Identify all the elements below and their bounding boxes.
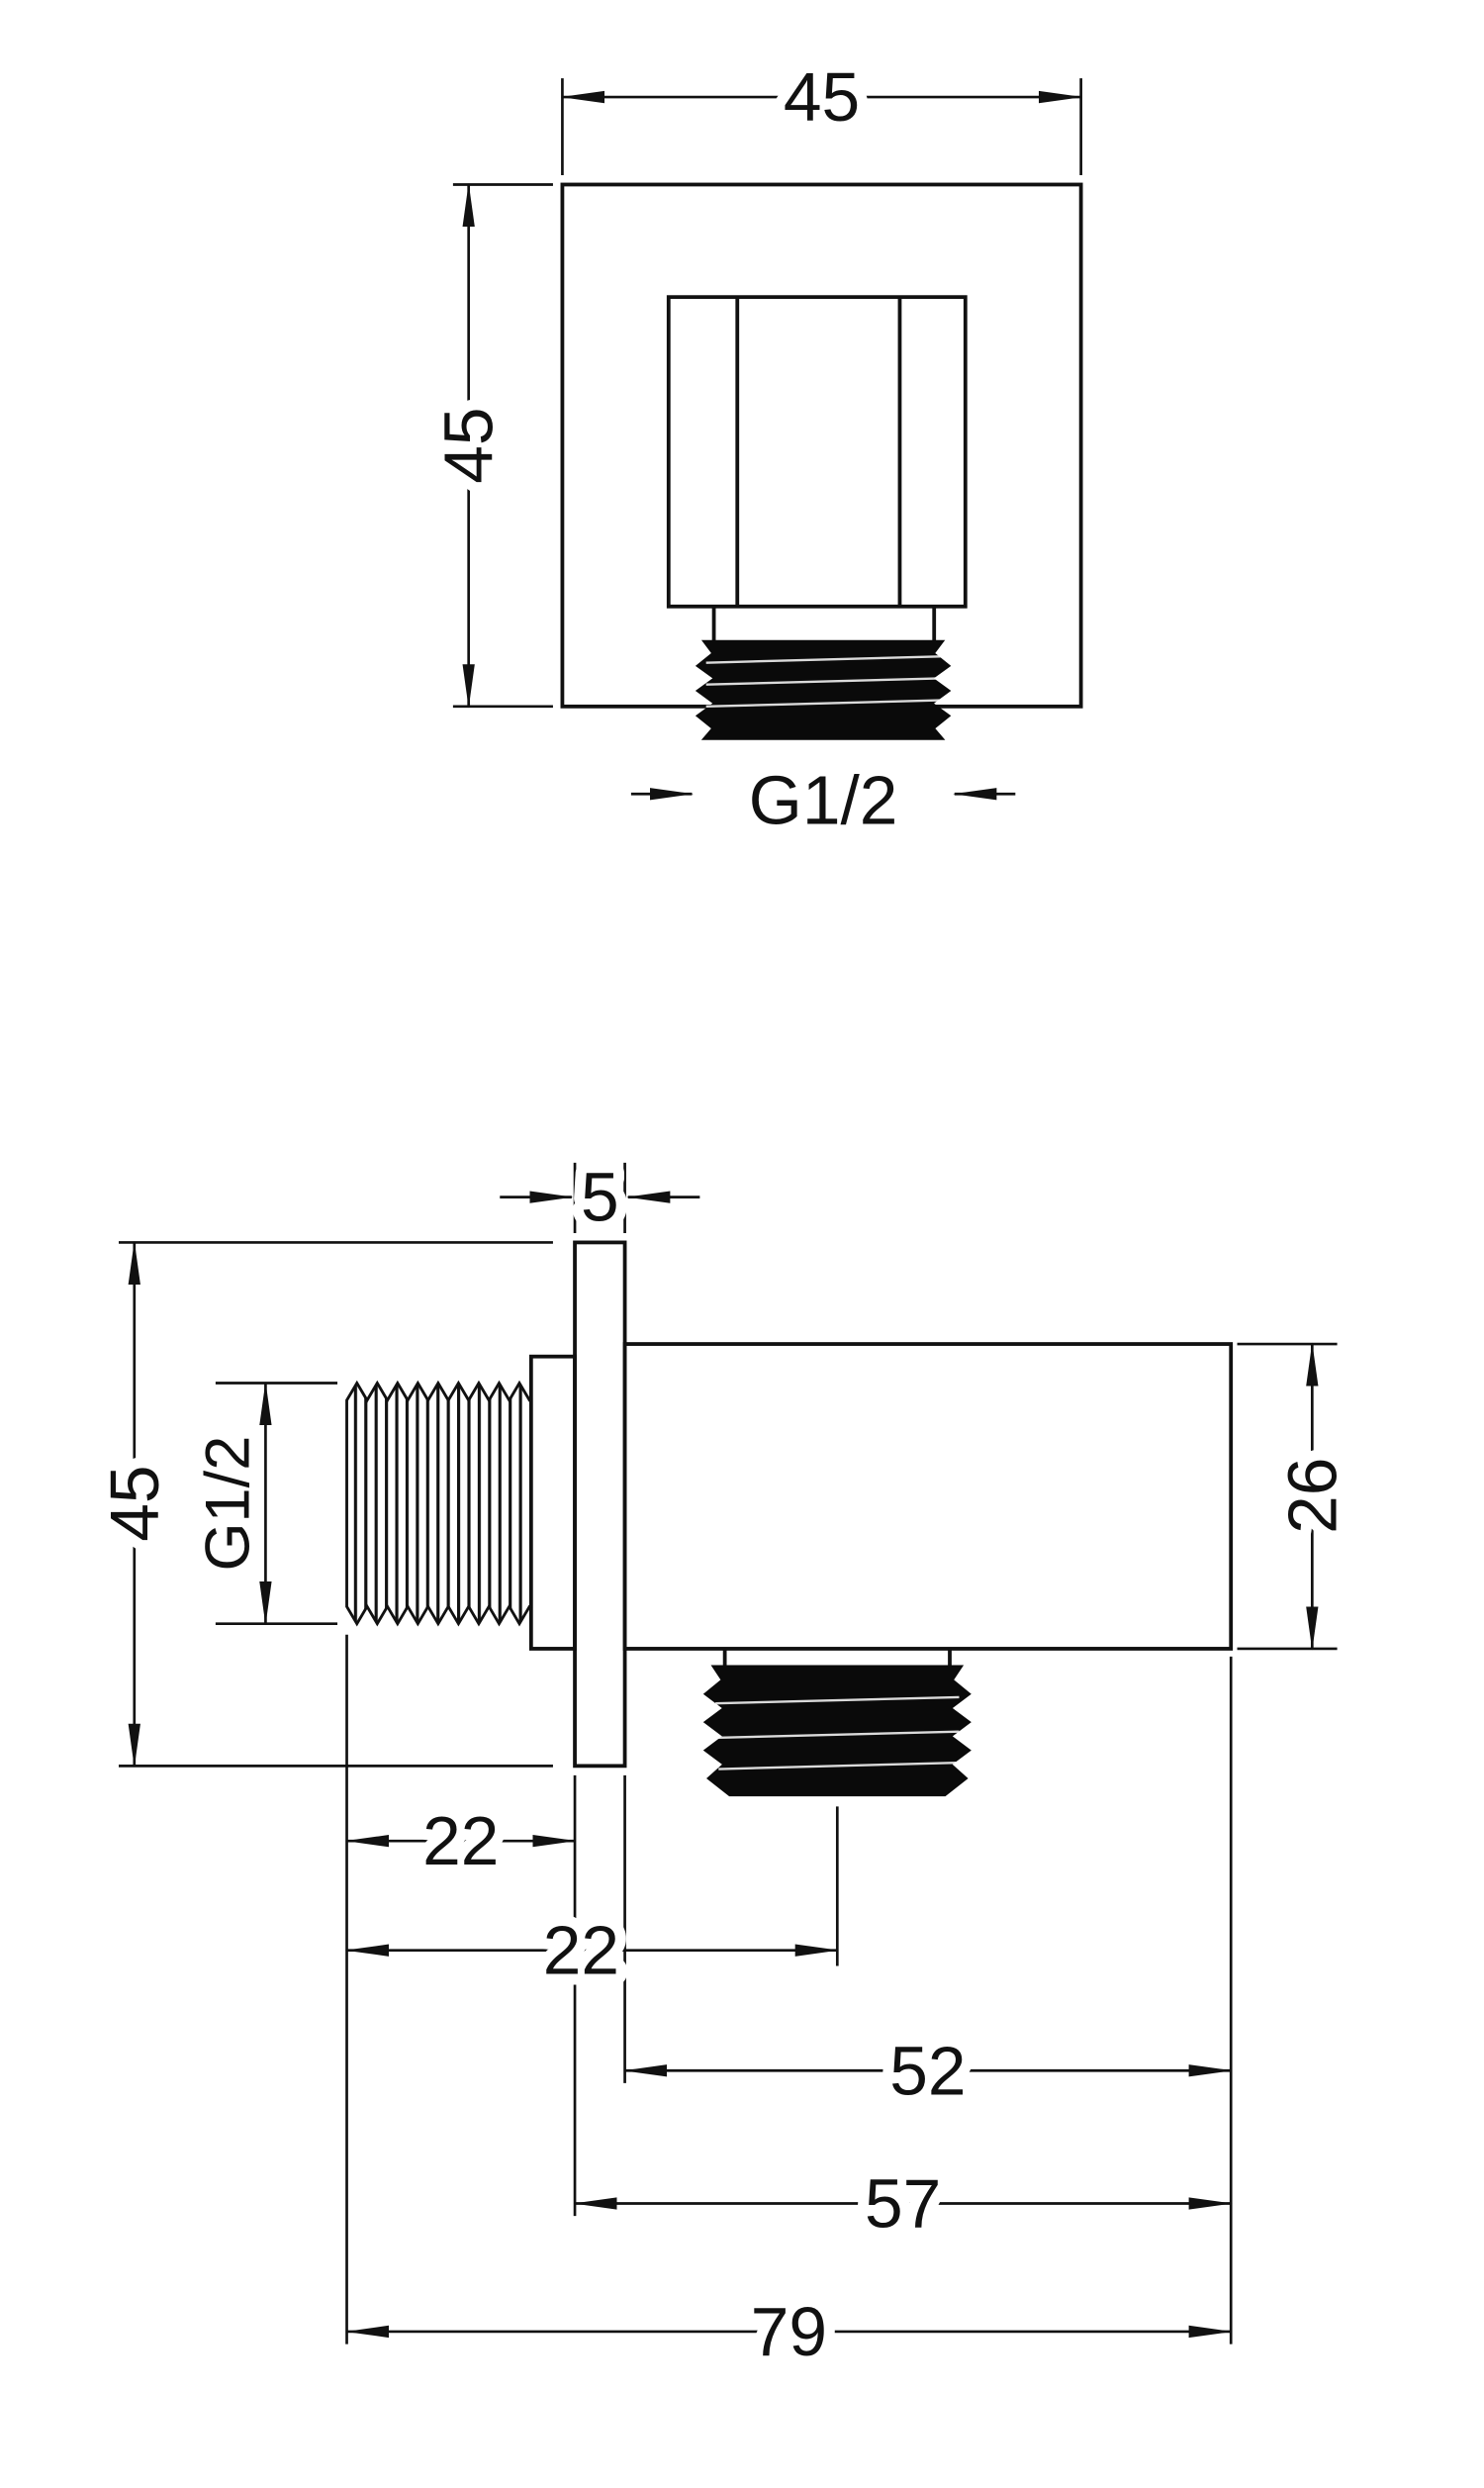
side-body-outline (622, 1342, 1234, 1651)
inlet-thread (345, 1380, 533, 1627)
inlet-length-label: 22 (422, 1802, 499, 1879)
thread-ridge (718, 1762, 957, 1770)
outlet-center-label: 22 (543, 1912, 619, 1989)
front-width-dimension (560, 78, 1083, 176)
plate-thickness-dimension (500, 1162, 700, 1233)
total-depth-label: 79 (751, 2293, 827, 2370)
side-wall-plate-outline (573, 1240, 627, 1769)
front-depth-label: 57 (865, 2164, 941, 2242)
thread-ridge (705, 677, 941, 686)
front-thread-label: G1/2 (749, 762, 898, 839)
inlet-flange-outline (528, 1354, 577, 1651)
front-height-label: 45 (430, 408, 508, 484)
thread-ridge (715, 1695, 960, 1705)
front-view: 45 45 G1/2 (419, 48, 1083, 850)
thread-ridge (705, 699, 941, 709)
front-width-label: 45 (784, 58, 860, 136)
front-fitting-outline (666, 295, 968, 609)
body-height-label: 26 (1273, 1458, 1350, 1534)
thread-ridge (705, 655, 941, 664)
body-length-label: 52 (889, 2032, 966, 2109)
front-outlet-thread (695, 639, 952, 740)
front-height-dimension (452, 182, 553, 709)
side-height-label: 45 (96, 1465, 173, 1541)
body-height-dimension (1237, 1342, 1338, 1651)
inlet-thread-label: G1/2 (194, 1436, 263, 1572)
side-view: 5 45 G1/2 26 22 22 52 57 79 (85, 1148, 1362, 2381)
inlet-thread-dimension (215, 1381, 338, 1626)
front-wall-plate-outline (560, 182, 1083, 709)
side-height-dimension (119, 1240, 553, 1768)
side-outlet-thread (702, 1665, 972, 1797)
plate-thickness-label: 5 (581, 1159, 619, 1236)
thread-ridge (715, 1730, 960, 1740)
